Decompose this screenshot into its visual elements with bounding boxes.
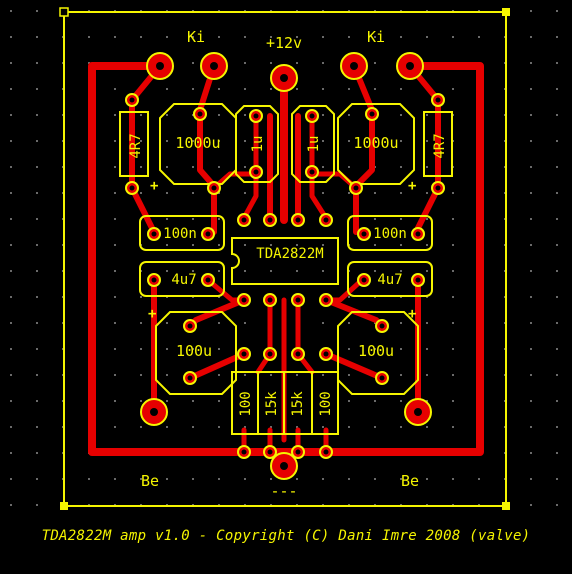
resistor-100-b[interactable]: 100 bbox=[318, 391, 334, 416]
resistor-15k-b[interactable]: 15k bbox=[290, 391, 306, 417]
connector-ki-right-2[interactable] bbox=[396, 52, 424, 80]
capacitor-1000u-right[interactable]: 1000u bbox=[337, 103, 415, 185]
svg-text:4u7: 4u7 bbox=[377, 272, 402, 288]
svg-text:100n: 100n bbox=[163, 226, 197, 242]
resistor-block bbox=[231, 371, 339, 435]
svg-text:1000u: 1000u bbox=[353, 134, 398, 152]
capacitor-100n-right[interactable]: 100n bbox=[347, 215, 433, 251]
label-be-right: Be bbox=[401, 472, 419, 490]
pads-small bbox=[125, 93, 445, 459]
svg-text:100u: 100u bbox=[176, 342, 212, 360]
pad[interactable] bbox=[237, 445, 251, 459]
capacitor-1u-right[interactable]: 1u bbox=[291, 105, 335, 183]
label-ki-left: Ki bbox=[187, 28, 205, 46]
svg-text:4R7: 4R7 bbox=[128, 133, 144, 158]
pad[interactable] bbox=[305, 165, 319, 179]
polarity-plus-4u7-right: + bbox=[408, 306, 416, 322]
pad[interactable] bbox=[201, 273, 215, 287]
capacitor-4u7-right[interactable]: 4u7 bbox=[347, 261, 433, 297]
capacitor-1000u-left[interactable]: 1000u bbox=[159, 103, 237, 185]
svg-text:4u7: 4u7 bbox=[171, 272, 196, 288]
polarity-plus-right: + bbox=[408, 178, 416, 194]
pad[interactable] bbox=[263, 445, 277, 459]
ic-pin[interactable] bbox=[237, 213, 251, 227]
pad[interactable] bbox=[319, 347, 333, 361]
pad[interactable] bbox=[291, 347, 305, 361]
svg-text:100n: 100n bbox=[373, 226, 407, 242]
ic-pin[interactable] bbox=[291, 293, 305, 307]
pad[interactable] bbox=[357, 227, 371, 241]
capacitor-100u-right[interactable]: 100u bbox=[337, 311, 419, 395]
pad[interactable] bbox=[375, 371, 389, 385]
resistor-100-a[interactable]: 100 bbox=[238, 391, 254, 416]
ic-pin[interactable] bbox=[263, 293, 277, 307]
pad[interactable] bbox=[365, 107, 379, 121]
resistor-15k-a[interactable]: 15k bbox=[264, 391, 280, 417]
ic-tda2822m[interactable]: TDA2822M bbox=[231, 237, 339, 285]
pad[interactable] bbox=[411, 227, 425, 241]
pad[interactable] bbox=[411, 273, 425, 287]
ic-pin[interactable] bbox=[291, 213, 305, 227]
svg-text:1u: 1u bbox=[250, 136, 266, 153]
pad[interactable] bbox=[147, 273, 161, 287]
pad[interactable] bbox=[201, 227, 215, 241]
ic-pin[interactable] bbox=[263, 213, 277, 227]
pad[interactable] bbox=[263, 347, 277, 361]
pad[interactable] bbox=[193, 107, 207, 121]
pad[interactable] bbox=[319, 445, 333, 459]
pad[interactable] bbox=[125, 181, 139, 195]
pad[interactable] bbox=[125, 93, 139, 107]
capacitor-4u7-left[interactable]: 4u7 bbox=[139, 261, 225, 297]
label-gnd: --- bbox=[270, 482, 297, 500]
connector-ki-right-1[interactable] bbox=[340, 52, 368, 80]
svg-text:4R7: 4R7 bbox=[432, 133, 448, 158]
svg-text:1u: 1u bbox=[306, 136, 322, 153]
ic-pin[interactable] bbox=[319, 293, 333, 307]
connector-gnd[interactable] bbox=[270, 452, 298, 480]
pad[interactable] bbox=[183, 319, 197, 333]
pad[interactable] bbox=[305, 109, 319, 123]
capacitor-100u-left[interactable]: 100u bbox=[155, 311, 237, 395]
ic-pin[interactable] bbox=[319, 213, 333, 227]
corner-handle-tr[interactable] bbox=[502, 8, 510, 16]
resistor-4r7-right[interactable]: 4R7 bbox=[423, 111, 453, 177]
pad[interactable] bbox=[431, 93, 445, 107]
pad[interactable] bbox=[375, 319, 389, 333]
label-be-left: Be bbox=[141, 472, 159, 490]
pad[interactable] bbox=[431, 181, 445, 195]
pad[interactable] bbox=[249, 165, 263, 179]
pad[interactable] bbox=[147, 227, 161, 241]
corner-handle-tl[interactable] bbox=[59, 7, 69, 17]
label-ki-right: Ki bbox=[367, 28, 385, 46]
svg-text:TDA2822M: TDA2822M bbox=[256, 246, 323, 262]
pad[interactable] bbox=[349, 181, 363, 195]
connector-be-right[interactable] bbox=[404, 398, 432, 426]
capacitor-1u-left[interactable]: 1u bbox=[235, 105, 279, 183]
label-vcc: +12v bbox=[266, 34, 302, 52]
pad[interactable] bbox=[249, 109, 263, 123]
connector-ki-left-1[interactable] bbox=[146, 52, 174, 80]
pad[interactable] bbox=[291, 445, 305, 459]
svg-text:1000u: 1000u bbox=[175, 134, 220, 152]
pad[interactable] bbox=[237, 347, 251, 361]
ic-pin[interactable] bbox=[237, 293, 251, 307]
pad[interactable] bbox=[207, 181, 221, 195]
copyright-footer: TDA2822M amp v1.0 - Copyright (C) Dani I… bbox=[41, 528, 531, 544]
corner-handle-bl[interactable] bbox=[60, 502, 68, 510]
corner-handle-br[interactable] bbox=[502, 502, 510, 510]
polarity-plus-4u7-left: + bbox=[148, 306, 156, 322]
polarity-plus-left: + bbox=[150, 178, 158, 194]
board-outline bbox=[63, 11, 507, 507]
connector-ki-left-2[interactable] bbox=[200, 52, 228, 80]
capacitor-100n-left[interactable]: 100n bbox=[139, 215, 225, 251]
resistor-4r7-left[interactable]: 4R7 bbox=[119, 111, 149, 177]
svg-text:100u: 100u bbox=[358, 342, 394, 360]
connector-be-left[interactable] bbox=[140, 398, 168, 426]
pad[interactable] bbox=[183, 371, 197, 385]
pad[interactable] bbox=[357, 273, 371, 287]
connector-vcc[interactable] bbox=[270, 64, 298, 92]
